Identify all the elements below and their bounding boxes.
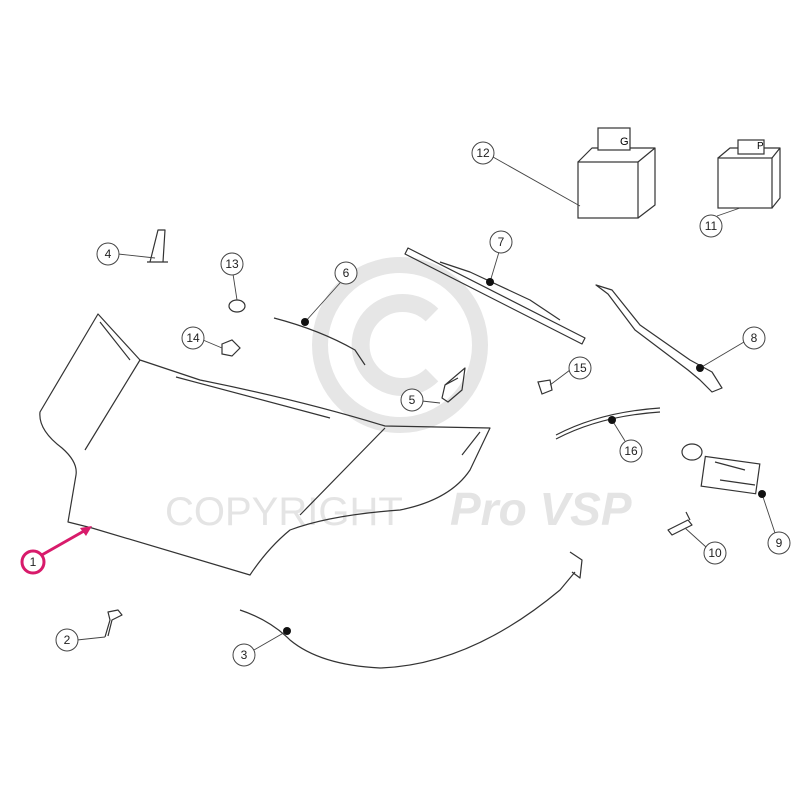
callout-7[interactable]: 7 <box>489 230 513 254</box>
svg-text:11: 11 <box>705 219 718 233</box>
leader-lines <box>76 156 776 651</box>
part-11-battery-small[interactable]: P <box>717 139 781 209</box>
callout-2[interactable]: 2 <box>55 628 79 652</box>
svg-text:4: 4 <box>105 247 112 261</box>
svg-text:16: 16 <box>624 444 638 458</box>
svg-text:13: 13 <box>225 257 239 271</box>
copyright-c-mark <box>351 294 439 396</box>
svg-text:12: 12 <box>476 146 490 160</box>
callout-14[interactable]: 14 <box>181 326 205 350</box>
part-14-clip[interactable] <box>221 339 241 357</box>
svg-text:P: P <box>757 141 764 152</box>
callout-9[interactable]: 9 <box>767 531 791 555</box>
part-3-release-cable[interactable] <box>239 551 583 669</box>
callout-10[interactable]: 10 <box>703 541 727 565</box>
callout-15[interactable]: 15 <box>568 356 592 380</box>
callout-4[interactable]: 4 <box>96 242 120 266</box>
svg-text:2: 2 <box>64 633 71 647</box>
hood-part[interactable] <box>39 313 491 576</box>
svg-text:5: 5 <box>409 393 416 407</box>
callout-11[interactable]: 11 <box>699 214 723 238</box>
part-2-clip[interactable] <box>104 609 123 638</box>
part-5-hinge[interactable] <box>441 367 466 403</box>
callout-6[interactable]: 6 <box>334 261 358 285</box>
callout-12[interactable]: 12 <box>471 141 495 165</box>
part-6-prop-rod[interactable] <box>273 317 366 366</box>
part-9-wiper-motor[interactable] <box>681 443 761 495</box>
part-7-wiper-blade[interactable] <box>404 247 586 345</box>
callout-3[interactable]: 3 <box>232 643 256 667</box>
svg-text:14: 14 <box>186 331 200 345</box>
svg-text:10: 10 <box>708 546 722 560</box>
svg-text:7: 7 <box>498 235 505 249</box>
part-10-bracket[interactable] <box>667 511 693 536</box>
callout-16[interactable]: 16 <box>619 439 643 463</box>
part-12-battery-large[interactable]: G <box>577 127 656 219</box>
callout-8[interactable]: 8 <box>742 326 766 350</box>
part-4-hinge[interactable] <box>147 229 168 263</box>
svg-text:6: 6 <box>343 266 350 280</box>
svg-text:COPYRIGHT: COPYRIGHT <box>165 490 403 534</box>
copyright-watermark: COPYRIGHT Pro VSP <box>165 257 632 535</box>
svg-text:G: G <box>620 136 629 148</box>
svg-text:15: 15 <box>573 361 587 375</box>
svg-text:8: 8 <box>751 331 758 345</box>
part-15-clip[interactable] <box>537 379 553 395</box>
svg-text:1: 1 <box>30 555 37 569</box>
part-16-seal[interactable] <box>555 407 661 440</box>
svg-text:Pro VSP: Pro VSP <box>450 483 632 535</box>
callout-13[interactable]: 13 <box>220 252 244 276</box>
svg-text:9: 9 <box>776 536 783 550</box>
callout-5[interactable]: 5 <box>400 388 424 412</box>
callout-1-arrow <box>39 526 92 558</box>
part-13-grommet[interactable] <box>228 299 246 313</box>
callout-1[interactable]: 1 <box>20 549 46 575</box>
part-8-wiper-arm[interactable] <box>595 284 723 393</box>
svg-text:3: 3 <box>241 648 248 662</box>
